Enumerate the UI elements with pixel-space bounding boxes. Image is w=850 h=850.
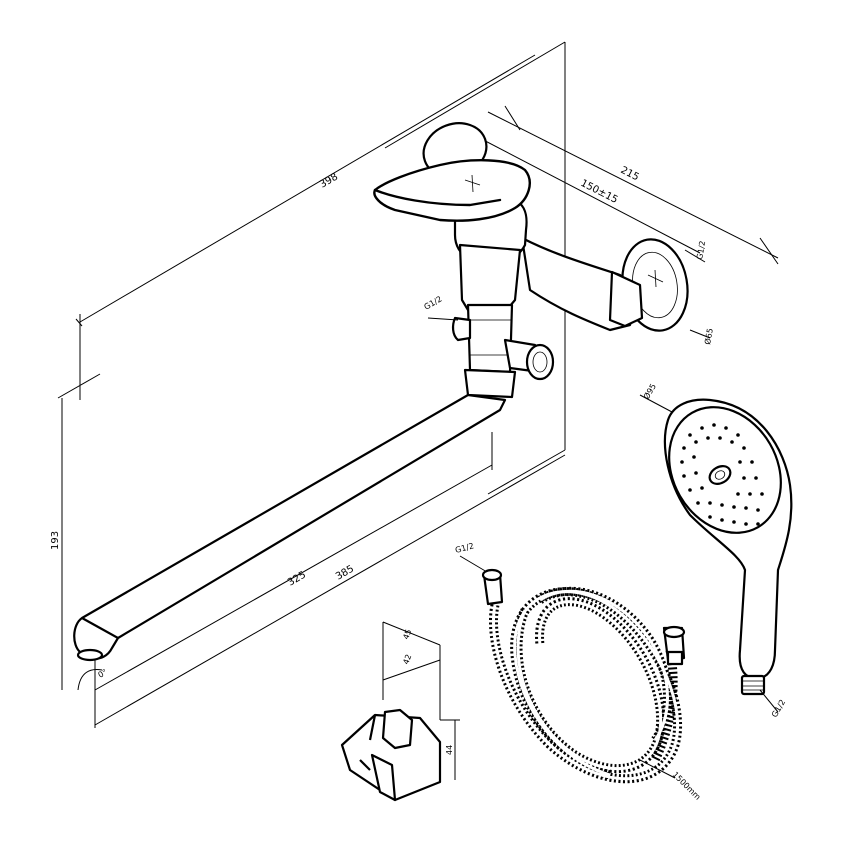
dim-label-150: 150±15 bbox=[579, 178, 620, 206]
dim-label-215: 215 bbox=[619, 165, 641, 183]
dim-label-42: 42 bbox=[401, 653, 413, 666]
svg-text:1500mm: 1500mm bbox=[671, 770, 703, 802]
dim-label-398: 398 bbox=[318, 172, 340, 191]
svg-text:0°: 0° bbox=[97, 667, 109, 679]
label-flange-diameter: Ø65 bbox=[689, 327, 715, 345]
dimension-holder: 45 42 44 bbox=[382, 621, 460, 780]
label-side-outlet-thread: G1/2 bbox=[423, 294, 459, 321]
swivel-angle-indicator: 0° bbox=[77, 667, 109, 691]
dim-label-325: 325 bbox=[286, 570, 308, 589]
mixer-body bbox=[373, 122, 689, 399]
svg-text:Ø95: Ø95 bbox=[641, 382, 658, 401]
dim-label-385: 385 bbox=[334, 564, 356, 583]
dim-label-45: 45 bbox=[401, 628, 413, 641]
svg-text:G1/2: G1/2 bbox=[423, 294, 444, 311]
label-hose-length: 1500mm bbox=[639, 759, 703, 802]
shower-holder bbox=[340, 708, 442, 802]
spout bbox=[73, 393, 507, 662]
dim-label-44: 44 bbox=[445, 745, 454, 755]
svg-text:G1/2: G1/2 bbox=[454, 541, 475, 555]
svg-text:Ø65: Ø65 bbox=[702, 327, 715, 345]
label-hose-thread: G1/2 bbox=[454, 541, 488, 573]
svg-text:G1/2: G1/2 bbox=[770, 698, 787, 719]
wall-plane bbox=[384, 41, 566, 495]
spray-nozzle-pattern bbox=[680, 423, 764, 526]
dimension-spout-height: 193 bbox=[50, 373, 101, 690]
dimension-wall-spacing: 215 bbox=[487, 105, 779, 265]
shower-hose bbox=[481, 568, 686, 784]
hand-shower bbox=[663, 398, 793, 696]
label-shower-head-diameter: Ø95 bbox=[639, 382, 673, 413]
label-inlet-thread: G1/2 bbox=[684, 240, 707, 263]
label-shower-head-thread: G1/2 bbox=[759, 689, 787, 719]
dim-label-193: 193 bbox=[50, 531, 61, 550]
svg-text:G1/2: G1/2 bbox=[695, 240, 707, 260]
